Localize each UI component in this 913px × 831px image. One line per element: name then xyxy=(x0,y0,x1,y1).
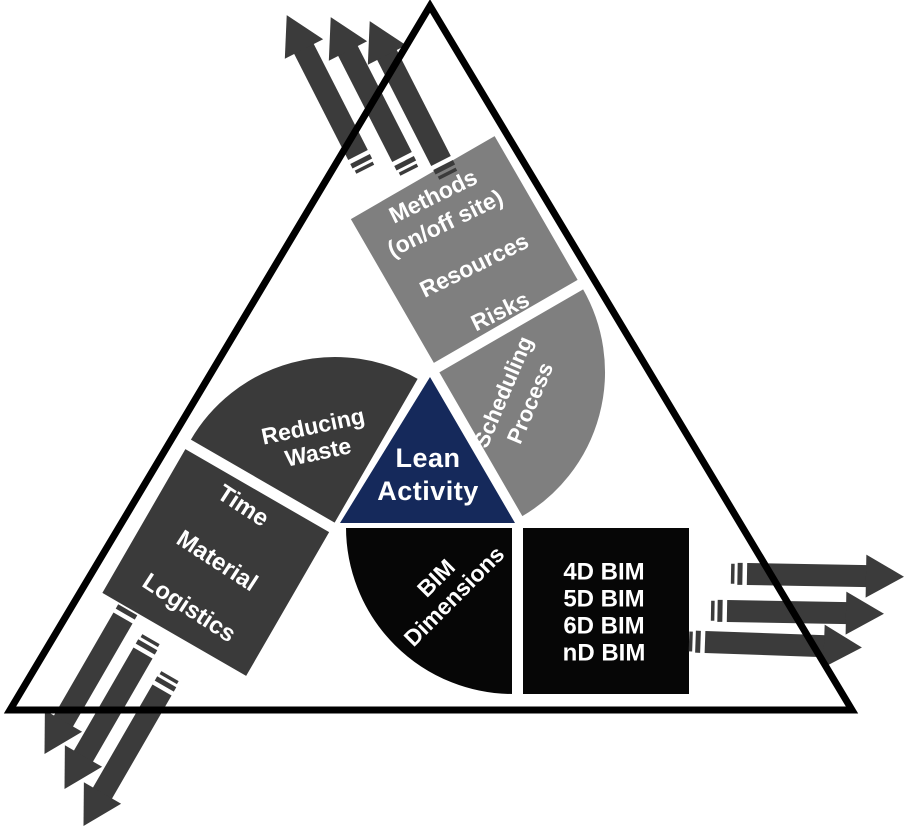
bim-item-6d: 6D BIM xyxy=(563,613,644,640)
outflow-arrow xyxy=(730,552,905,599)
center-label-line2: Activity xyxy=(377,476,479,506)
planning-rows-box xyxy=(348,133,581,366)
outflow-arrow xyxy=(710,589,885,636)
planning-blade xyxy=(348,133,607,519)
center-label-line1: Lean xyxy=(395,443,460,473)
bim-blade xyxy=(343,526,691,697)
lean-rows-box xyxy=(99,446,332,679)
bim-list-box xyxy=(521,526,691,696)
scheduling-process-disc xyxy=(436,286,607,519)
bim-dimensions-disc xyxy=(343,526,514,697)
lean-blade xyxy=(99,355,421,679)
lean-activity-triangle xyxy=(340,377,515,523)
bim-item-nd: nD BIM xyxy=(563,640,646,667)
top-left-outflow-arrows xyxy=(267,5,468,186)
outer-triangle-border xyxy=(3,0,859,714)
reducing-waste-disc xyxy=(188,355,421,526)
bim-item-5d: 5D BIM xyxy=(563,586,644,613)
bim-item-4d: 4D BIM xyxy=(563,559,644,586)
outflow-arrow xyxy=(688,619,863,669)
